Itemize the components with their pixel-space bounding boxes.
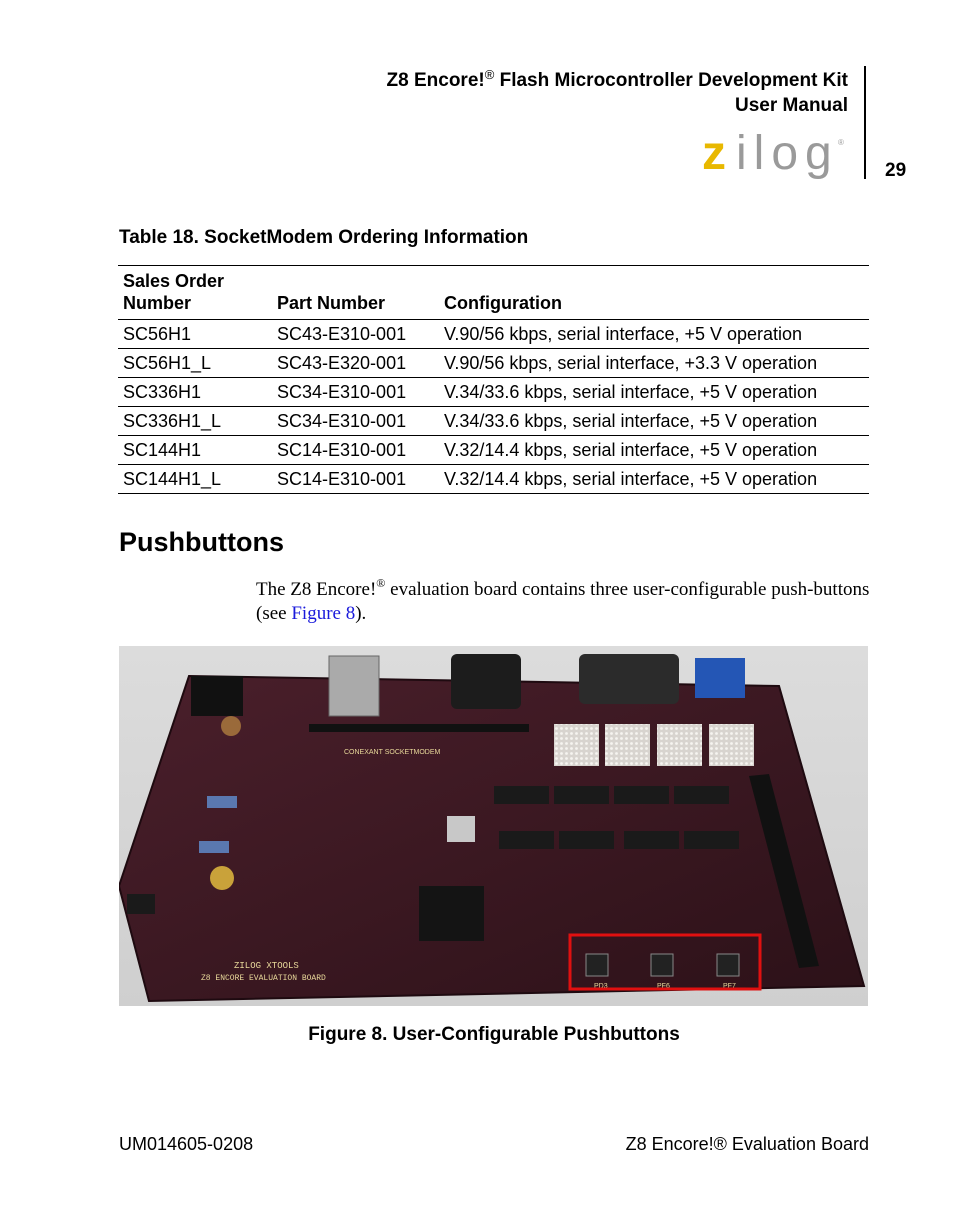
footer-doc-number: UM014605-0208 [119,1134,254,1154]
board-label-pf7: PF7 [723,983,736,990]
cell-part-number: SC43-E310-001 [277,324,407,344]
table-caption: Table 18. SocketModem Ordering Informati… [119,227,529,248]
pushbutton-highlight-box [568,933,762,991]
board-label-modem: CONEXANT SOCKETMODEM [344,749,440,756]
table-row: SC56H1_L SC43-E320-001 V.90/56 kbps, ser… [118,348,869,378]
evaluation-board-photo: CONEXANT SOCKETMODEM PD3 PF6 PF7 ZILOG X… [119,646,868,1006]
cell-part-number: SC34-E310-001 [277,382,407,402]
footer-doc-title: Z8 Encore!® Evaluation Board [625,1134,869,1154]
svg-text:®: ® [838,138,844,147]
para-text: The Z8 Encore! [256,579,377,600]
section-paragraph: The Z8 Encore!® evaluation board contain… [256,571,870,626]
cell-sales-order: SC56H1 [123,324,192,344]
section-heading: Pushbuttons [119,527,284,557]
table-row: SC144H1_L SC14-E310-001 V.32/14.4 kbps, … [118,464,869,494]
col-header-configuration: Configuration [444,293,562,313]
registered-mark: ® [376,576,386,590]
cell-sales-order: SC144H1 [123,440,202,460]
cell-part-number: SC34-E310-001 [277,411,407,431]
svg-text:z: z [702,127,731,180]
title-product: Z8 Encore! [386,70,485,91]
page-number: 29 [885,160,907,181]
board-label-title-1: ZILOG XTOOLS [234,961,299,971]
cell-part-number: SC14-E310-001 [277,469,407,489]
title-rest: Flash Microcontroller Development Kit [494,70,848,91]
document-title: Z8 Encore!® Flash Microcontroller Develo… [387,62,848,118]
title-line-1: Z8 Encore!® Flash Microcontroller Develo… [387,62,848,93]
cell-configuration: V.90/56 kbps, serial interface, +5 V ope… [444,324,803,344]
cell-configuration: V.34/33.6 kbps, serial interface, +5 V o… [444,411,818,431]
figure-caption: Figure 8. User-Configurable Pushbuttons [308,1024,680,1045]
table-row: SC336H1_L SC34-E310-001 V.34/33.6 kbps, … [118,406,869,436]
para-text: evaluation board contains three user-con… [256,579,870,624]
col-header-part-number: Part Number [277,293,386,313]
table-row: SC336H1 SC34-E310-001 V.34/33.6 kbps, se… [118,377,869,407]
ordering-table: Sales Order Number Part Number Configura… [118,265,869,494]
cell-sales-order: SC144H1_L [123,469,222,489]
cell-configuration: V.90/56 kbps, serial interface, +3.3 V o… [444,353,818,373]
cell-part-number: SC43-E320-001 [277,353,407,373]
header-divider [864,66,866,179]
col-header-sales-order: Sales Order Number [123,271,225,313]
cell-part-number: SC14-E310-001 [277,440,407,460]
zilog-logo: z ilog ® [702,127,844,180]
registered-mark: ® [484,67,495,82]
cell-configuration: V.32/14.4 kbps, serial interface, +5 V o… [444,440,818,460]
board-label-pf6: PF6 [657,983,670,990]
cell-sales-order: SC336H1 [123,382,202,402]
cell-configuration: V.32/14.4 kbps, serial interface, +5 V o… [444,469,818,489]
board-label-title-2: Z8 ENCORE EVALUATION BOARD [201,974,326,983]
svg-text:ilog: ilog [736,127,839,180]
cell-sales-order: SC336H1_L [123,411,222,431]
table-row: SC144H1 SC14-E310-001 V.32/14.4 kbps, se… [118,435,869,465]
cell-configuration: V.34/33.6 kbps, serial interface, +5 V o… [444,382,818,402]
table-row: SC56H1 SC43-E310-001 V.90/56 kbps, seria… [118,319,869,349]
table-header-row: Sales Order Number Part Number Configura… [118,265,869,320]
board-label-pd3: PD3 [594,983,608,990]
title-line-2: User Manual [735,95,848,116]
para-text: ). [355,603,367,624]
cell-sales-order: SC56H1_L [123,353,212,373]
figure-8-link[interactable]: Figure 8 [291,603,356,624]
